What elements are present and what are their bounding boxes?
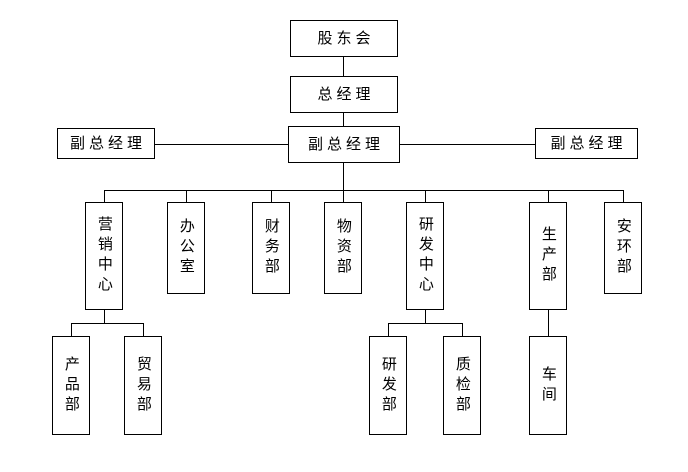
connector-gm-to-deputy-center [343,113,344,126]
node-workshop[interactable]: 车间 [529,336,567,435]
node-label: 质检部 [453,355,472,416]
node-finance-department[interactable]: 财务部 [252,202,290,294]
node-product-department[interactable]: 产品部 [52,336,90,435]
node-general-manager[interactable]: 总经理 [290,76,398,113]
node-rd-center[interactable]: 研发中心 [406,202,444,310]
node-label: 副总经理 [307,134,384,153]
node-label: 办公室 [177,218,196,278]
node-label: 生产部 [539,226,558,286]
connector-marketing-sub-bus [71,323,143,324]
node-production-department[interactable]: 生产部 [529,202,567,310]
node-label: 副总经理 [69,133,146,152]
node-safety-environment-department[interactable]: 安环部 [604,202,642,294]
connector-rd-center-down [425,310,426,323]
connector-production-to-workshop [548,310,549,336]
connector-department-bus [104,190,623,191]
connector-bus-to-materials [343,190,344,202]
node-trade-department[interactable]: 贸易部 [124,336,162,435]
node-deputy-general-manager-left[interactable]: 副总经理 [57,128,155,159]
node-label: 营销中心 [95,216,114,296]
node-office[interactable]: 办公室 [167,202,205,294]
node-label: 股东会 [317,28,375,47]
connector-deputy-center-to-bus [343,163,344,190]
node-qc-department[interactable]: 质检部 [443,336,481,435]
connector-marketing-center-down [104,310,105,323]
node-label: 车间 [539,365,558,406]
connector-sub-bus-to-rd-dept [388,323,389,336]
connector-shareholders-to-gm [343,57,344,76]
node-label: 研发中心 [416,216,435,296]
node-label: 研发部 [379,355,398,416]
node-rd-department[interactable]: 研发部 [369,336,407,435]
node-materials-department[interactable]: 物资部 [324,202,362,294]
node-label: 产品部 [62,355,81,416]
node-deputy-general-manager-right[interactable]: 副总经理 [535,128,638,159]
connector-sub-bus-to-trade-dept [143,323,144,336]
node-label: 总经理 [317,84,375,103]
connector-bus-to-production [548,190,549,202]
connector-sub-bus-to-product-dept [71,323,72,336]
node-shareholders-meeting[interactable]: 股东会 [290,20,398,57]
connector-deputy-center-to-right [400,144,535,145]
node-label: 物资部 [334,218,353,278]
connector-bus-to-safety-env [623,190,624,202]
connector-bus-to-finance [271,190,272,202]
node-label: 安环部 [614,218,633,278]
node-label: 财务部 [262,218,281,278]
node-label: 贸易部 [134,355,153,416]
connector-bus-to-marketing-center [104,190,105,202]
connector-deputy-center-to-left [155,144,288,145]
connector-sub-bus-to-qc-dept [462,323,463,336]
connector-rd-sub-bus [388,323,462,324]
node-label: 副总经理 [550,133,627,152]
node-marketing-center[interactable]: 营销中心 [85,202,123,310]
connector-bus-to-rd-center [425,190,426,202]
node-deputy-general-manager-center[interactable]: 副总经理 [288,126,400,163]
connector-bus-to-office [186,190,187,202]
